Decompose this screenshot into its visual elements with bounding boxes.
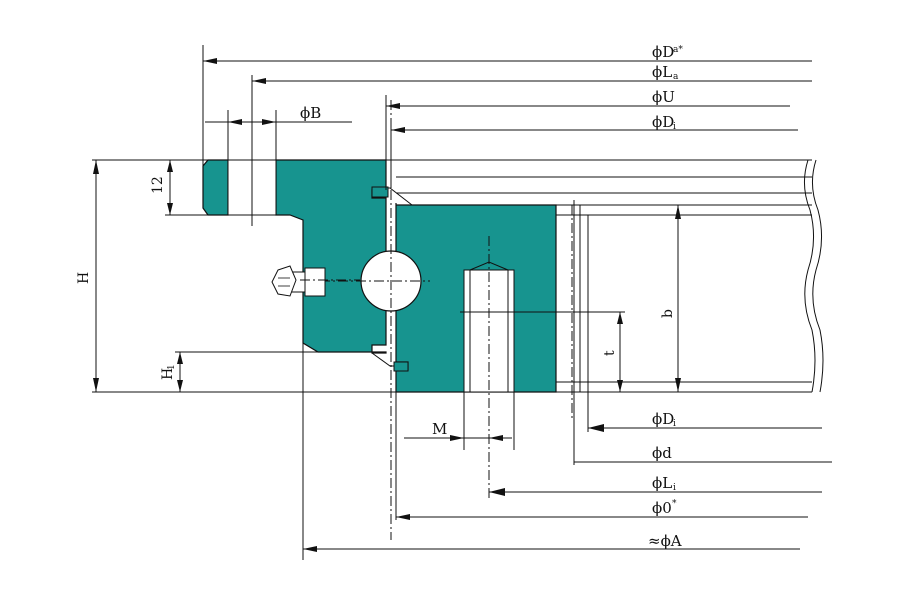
label-b: b (660, 309, 676, 318)
label-U: ϕU (652, 88, 675, 106)
label-M: M (432, 420, 447, 438)
label-H: H (76, 272, 92, 284)
svg-text:ϕ0: ϕ0 (652, 499, 672, 517)
label-d: ϕd (652, 444, 672, 462)
label-t: t (602, 350, 618, 356)
svg-text:i: i (673, 122, 676, 132)
label-Di-bottom: ϕD i (652, 410, 676, 429)
label-A: ≈ϕA (648, 532, 682, 550)
label-H1: H 1 (160, 364, 177, 380)
svg-text:a*: a* (673, 45, 683, 55)
label-O: ϕ0 * (652, 499, 677, 517)
label-Li: ϕL i (652, 474, 676, 493)
svg-text:*: * (672, 499, 677, 509)
svg-text:ϕD: ϕD (652, 410, 674, 428)
svg-text:ϕD: ϕD (652, 113, 674, 131)
svg-text:ϕD: ϕD (652, 43, 674, 61)
svg-text:1: 1 (167, 364, 177, 370)
grease-nipple-icon (271, 265, 360, 297)
label-La: ϕL a (652, 63, 679, 82)
label-Da: ϕD a* (652, 43, 683, 61)
svg-text:a: a (673, 72, 679, 82)
svg-text:i: i (673, 483, 676, 493)
svg-text:i: i (673, 419, 676, 429)
svg-text:H: H (160, 368, 176, 380)
outer-ring-section (202, 159, 229, 216)
label-B: ϕB (300, 104, 321, 122)
label-Di-top: ϕD i (652, 113, 676, 132)
label-12: 12 (150, 176, 166, 194)
svg-text:ϕL: ϕL (652, 63, 672, 81)
outer-ring-body (275, 159, 387, 354)
svg-text:ϕL: ϕL (652, 474, 672, 492)
